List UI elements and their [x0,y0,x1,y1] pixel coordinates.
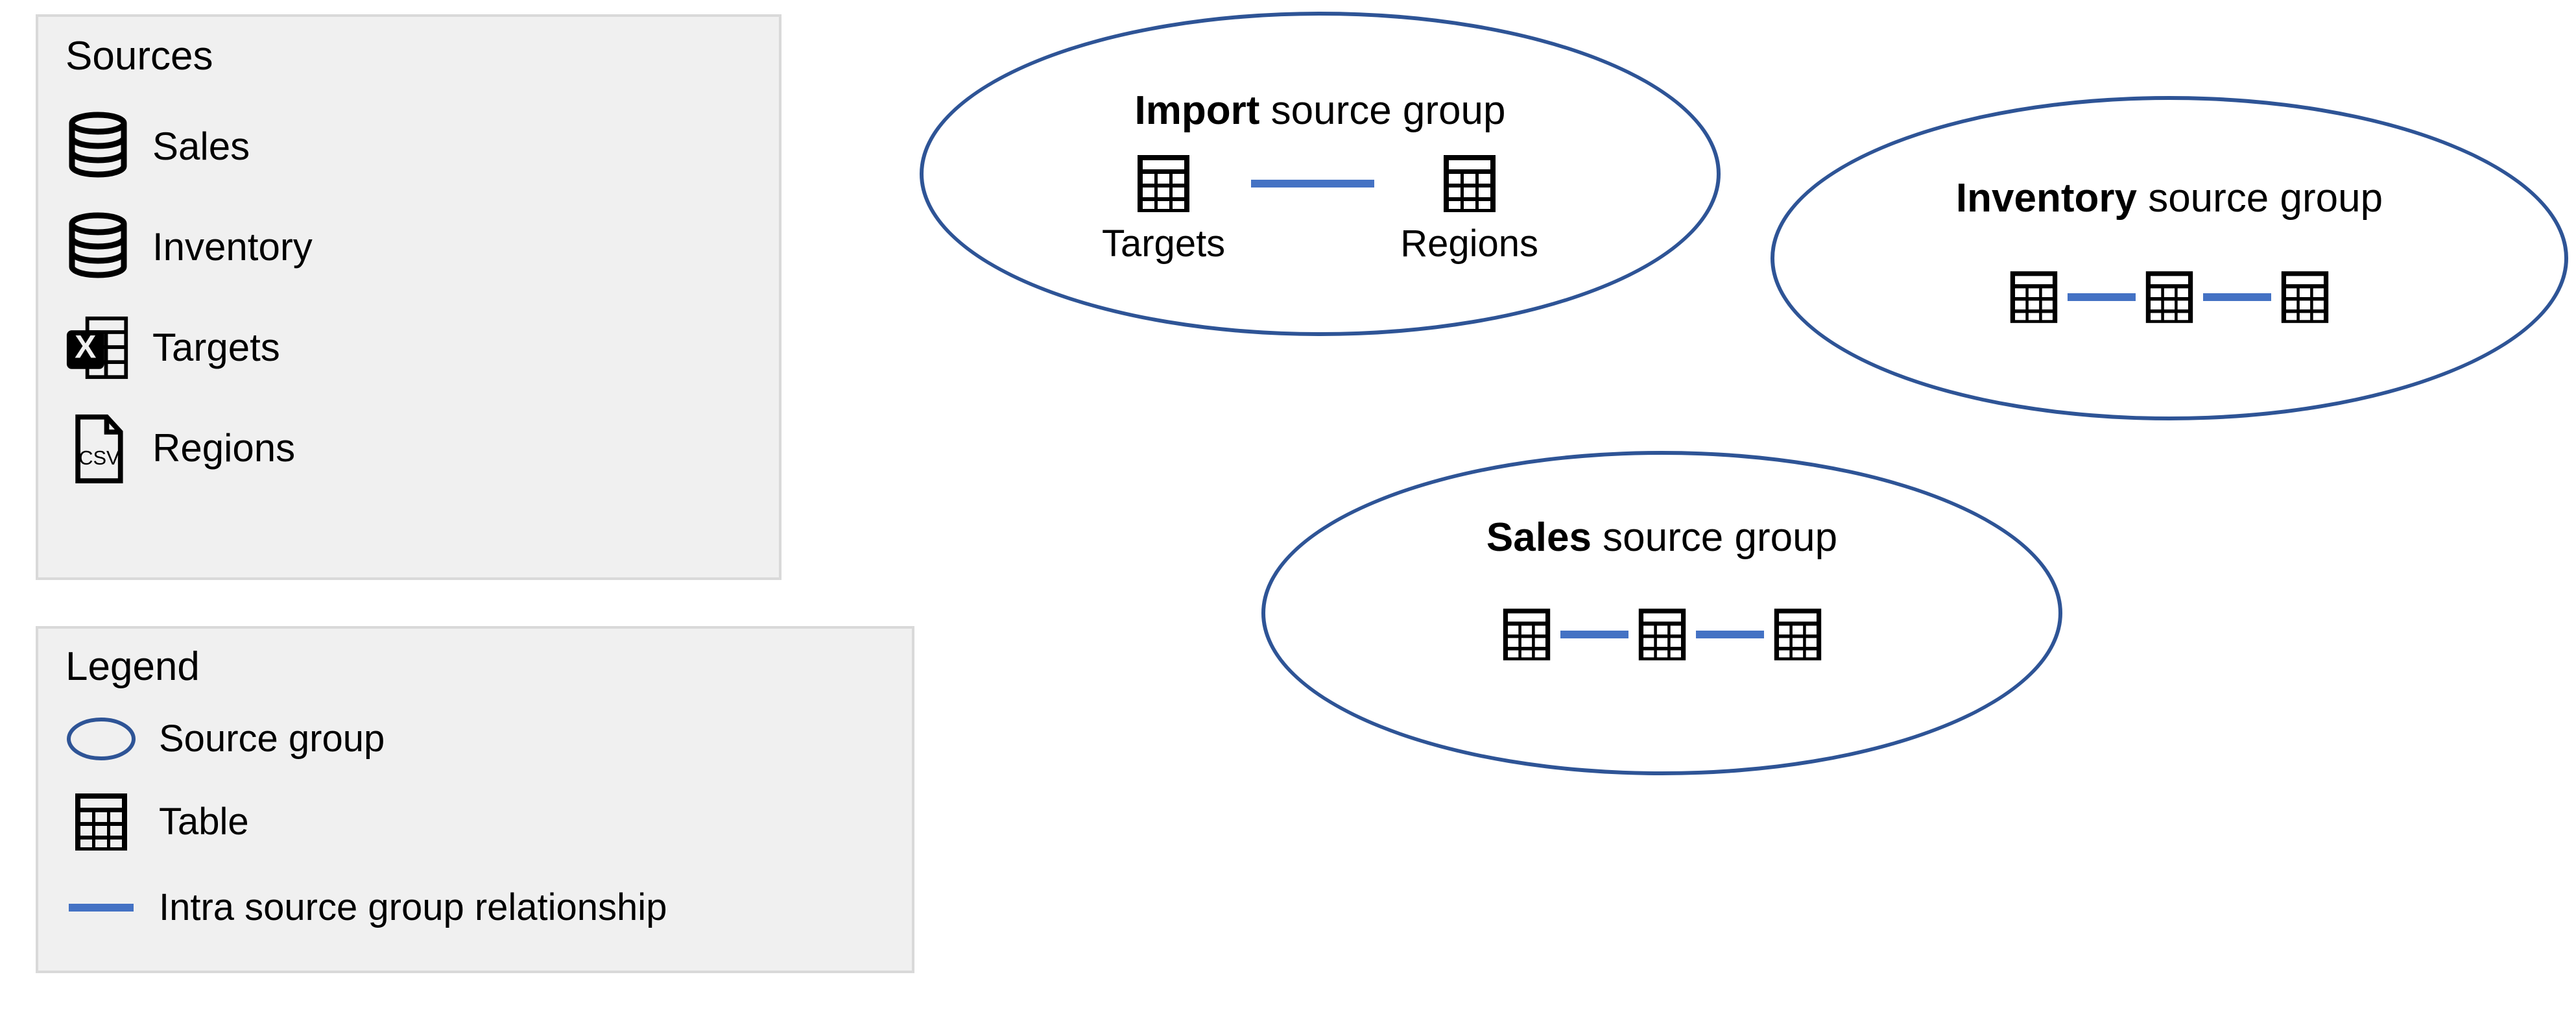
source-item-label: Regions [152,426,296,470]
table-icon [1773,606,1822,663]
ellipse-outline-icon [66,707,137,771]
legend-panel-title: Legend [66,644,200,689]
table-icon [2009,269,2058,326]
line-icon [66,875,137,940]
source-item-regions[interactable]: CSV Regions [66,409,295,487]
group-title-bold: Sales [1486,515,1592,560]
database-icon [66,212,130,282]
group-title-rest: source group [1259,88,1506,133]
table-node[interactable] [1502,606,1551,663]
table-node[interactable] [2145,269,2194,326]
table-cluster-inventory [1771,260,2568,334]
sources-panel-title: Sources [66,34,213,79]
legend-item-label: Intra source group relationship [159,886,667,928]
table-node-label: Targets [1101,223,1226,265]
csv-file-icon: CSV [66,413,130,483]
sources-panel: Sources Sales [36,14,781,580]
source-group-title-sales: Sales source group [1261,518,2062,558]
group-title-bold: Inventory [1955,176,2137,221]
table-node-label: Regions [1400,223,1538,265]
table-icon [1638,606,1687,663]
table-icon [1502,606,1551,663]
group-title-rest: source group [1591,515,1838,560]
excel-file-icon: X [66,313,130,383]
table-icon [1442,152,1497,215]
source-item-sales[interactable]: Sales [66,108,250,186]
source-item-inventory[interactable]: Inventory [66,208,313,286]
table-icon [2280,269,2330,326]
source-group-ellipse-sales[interactable] [1261,451,2062,775]
source-item-label: Sales [152,125,250,168]
table-node[interactable]: Regions [1400,152,1538,263]
table-node[interactable] [2280,269,2330,326]
legend-item-label: Source group [159,718,385,760]
svg-text:X: X [75,328,96,365]
table-node[interactable] [1773,606,1822,663]
table-cluster-import: Targets Regions [920,155,1721,263]
table-node[interactable] [1638,606,1687,663]
relationship-line [1251,180,1375,187]
legend-item-source-group: Source group [66,703,385,775]
source-group-title-inventory: Inventory source group [1771,178,2568,219]
table-icon [2145,269,2194,326]
source-group-ellipse-inventory[interactable] [1771,96,2568,420]
legend-item-relationship: Intra source group relationship [66,872,667,943]
source-group-ellipse-import[interactable] [920,12,1721,336]
relationship-line [2068,293,2136,301]
table-node[interactable]: Targets [1102,152,1225,263]
table-cluster-sales [1261,597,2062,671]
source-item-targets[interactable]: X Targets [66,309,280,387]
database-icon [66,112,130,182]
source-item-label: Targets [152,326,280,369]
relationship-line [1560,630,1628,638]
group-title-bold: Import [1134,88,1260,133]
table-node[interactable] [2009,269,2058,326]
relationship-line [1695,630,1764,638]
svg-text:CSV: CSV [78,446,120,469]
source-group-title-import: Import source group [920,91,1721,131]
relationship-line [2203,293,2271,301]
legend-item-table: Table [66,786,249,858]
source-item-label: Inventory [152,225,313,269]
legend-item-label: Table [159,801,249,843]
table-icon [66,790,137,854]
table-icon [1136,152,1191,215]
group-title-rest: source group [2136,176,2383,221]
legend-panel: Legend Source group [36,626,914,973]
